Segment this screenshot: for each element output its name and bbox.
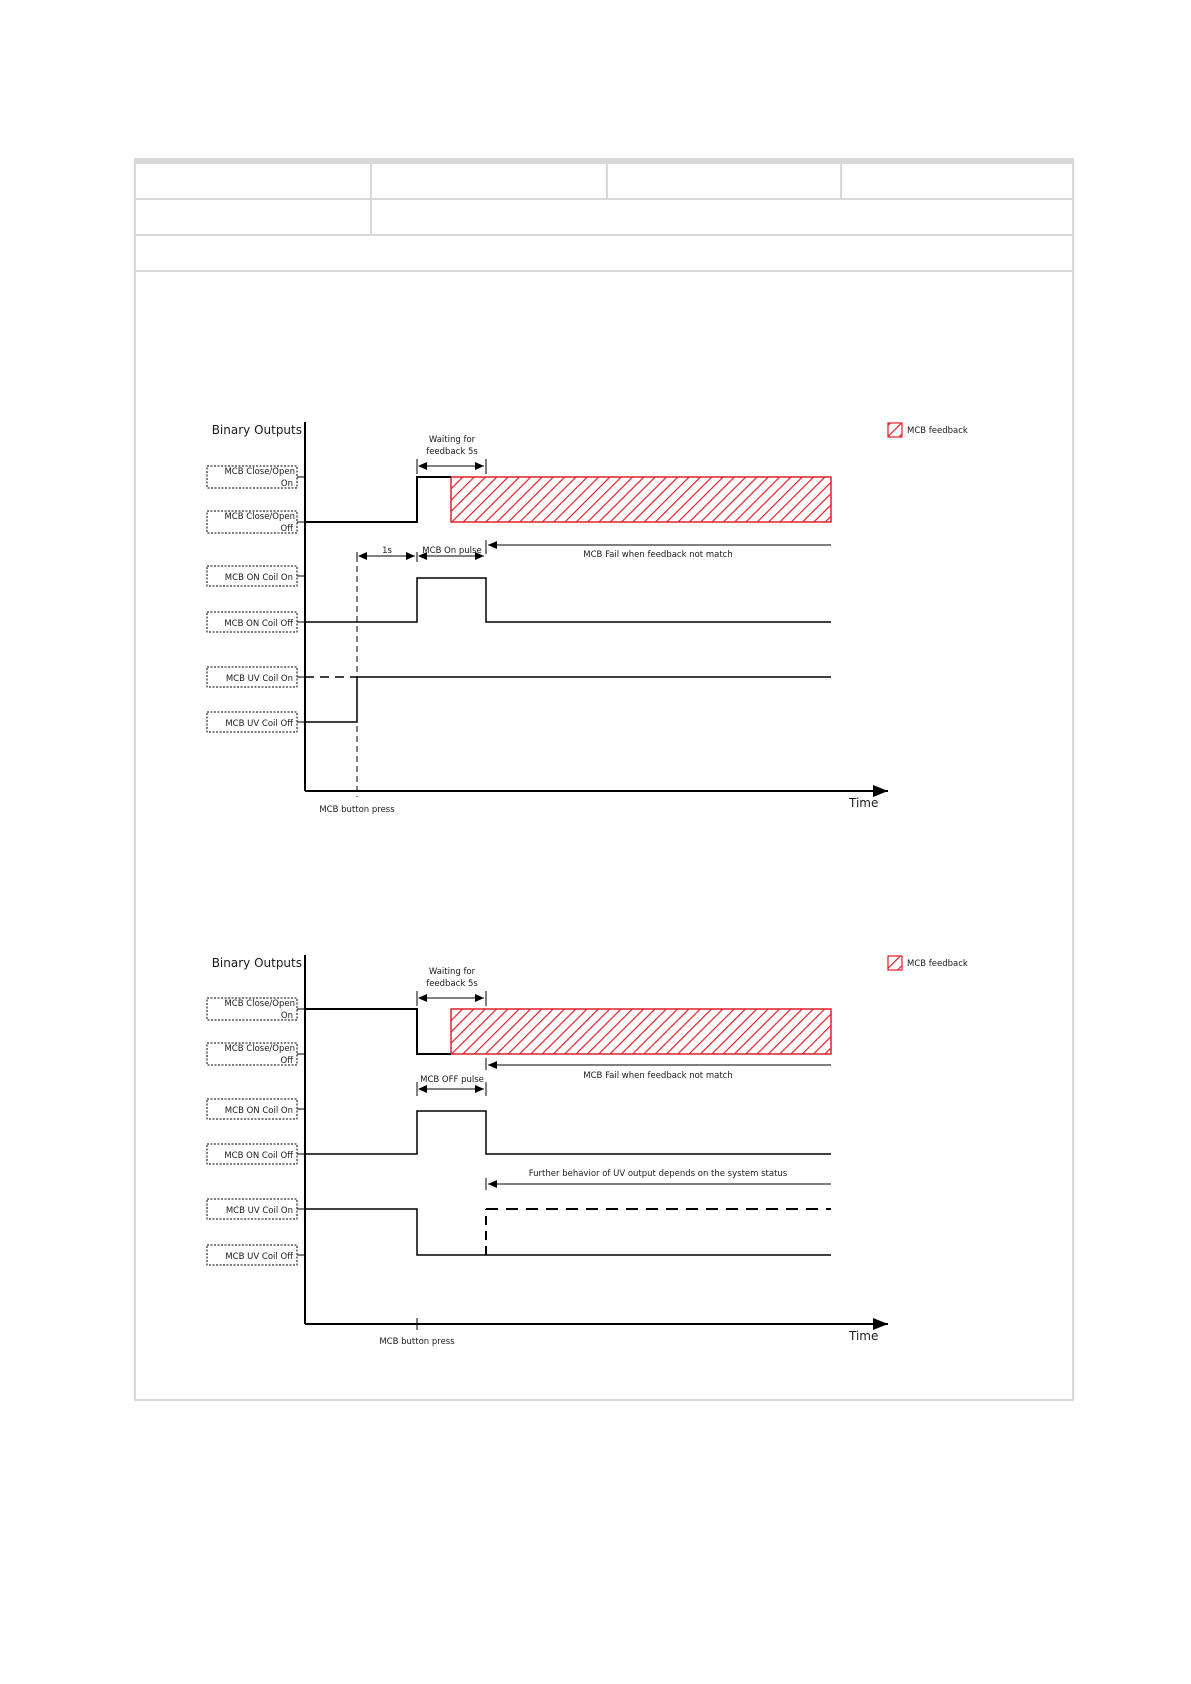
signal-label: MCB UV Coil Off: [225, 719, 294, 729]
fail-label: MCB Fail when feedback not match: [583, 1071, 732, 1081]
axis-title: Binary Outputs: [212, 956, 302, 970]
legend-label: MCB feedback: [907, 959, 968, 969]
signal-label: MCB Close/Open: [224, 512, 295, 522]
on-coil-waveform: [305, 1110, 831, 1155]
time-label: Time: [848, 1329, 878, 1343]
header-divider: [840, 164, 842, 198]
pulse-label: MCB On pulse: [422, 546, 481, 556]
signal-label: MCB Close/Open: [224, 1044, 295, 1054]
close-open-waveform: [305, 476, 451, 523]
time-label: Time: [848, 796, 878, 810]
header-divider: [370, 164, 372, 198]
axis-title: Binary Outputs: [212, 423, 302, 437]
signal-label: On: [281, 1011, 293, 1021]
legend-swatch: [887, 955, 903, 971]
signal-label: MCB ON Coil Off: [224, 1151, 294, 1161]
close-open-waveform: [305, 1008, 451, 1055]
header-row-1: [136, 164, 1072, 200]
signal-label: MCB ON Coil On: [225, 573, 293, 583]
legend-swatch: [887, 422, 903, 438]
press-label: MCB button press: [379, 1337, 455, 1347]
signal-label: MCB UV Coil On: [226, 1206, 293, 1216]
diagram-mcb-open: Binary Outputs Time MCB feedback MCB Clo…: [206, 955, 968, 1347]
fail-label: MCB Fail when feedback not match: [583, 550, 732, 560]
signal-label: On: [281, 479, 293, 489]
signal-label: MCB ON Coil Off: [224, 619, 294, 629]
legend-label: MCB feedback: [907, 426, 968, 436]
signal-label: MCB UV Coil On: [226, 674, 293, 684]
feedback-area: [450, 1008, 832, 1055]
page-frame: [134, 158, 1074, 1401]
header-divider: [370, 200, 372, 234]
press-label: MCB button press: [319, 805, 395, 815]
header-row-3: [136, 236, 1072, 272]
delay-label: 1s: [382, 546, 392, 556]
axis-ticks: [297, 1008, 305, 1256]
signal-label: MCB ON Coil On: [225, 1106, 293, 1116]
uv-note-label: Further behavior of UV output depends on…: [529, 1169, 788, 1179]
header-divider: [606, 164, 608, 198]
feedback-area: [450, 476, 832, 523]
pulse-label: MCB OFF pulse: [420, 1075, 484, 1085]
waiting-label: feedback 5s: [426, 979, 478, 989]
axis-ticks: [297, 476, 305, 723]
uv-coil-waveform: [305, 676, 831, 723]
diagram-mcb-close: Binary Outputs Time MCB feedback MCB Clo…: [206, 422, 968, 815]
uv-coil-waveform: [305, 1208, 831, 1256]
waiting-label: Waiting for: [429, 435, 476, 445]
waiting-label: feedback 5s: [426, 447, 478, 457]
signal-label: Off: [280, 1056, 294, 1066]
on-coil-waveform: [305, 577, 831, 623]
signal-label: MCB Close/Open: [224, 999, 295, 1009]
signal-label: MCB UV Coil Off: [225, 1252, 294, 1262]
waiting-label: Waiting for: [429, 967, 476, 977]
signal-label: MCB Close/Open: [224, 467, 295, 477]
signal-label: Off: [280, 524, 294, 534]
header-row-2: [136, 200, 1072, 236]
